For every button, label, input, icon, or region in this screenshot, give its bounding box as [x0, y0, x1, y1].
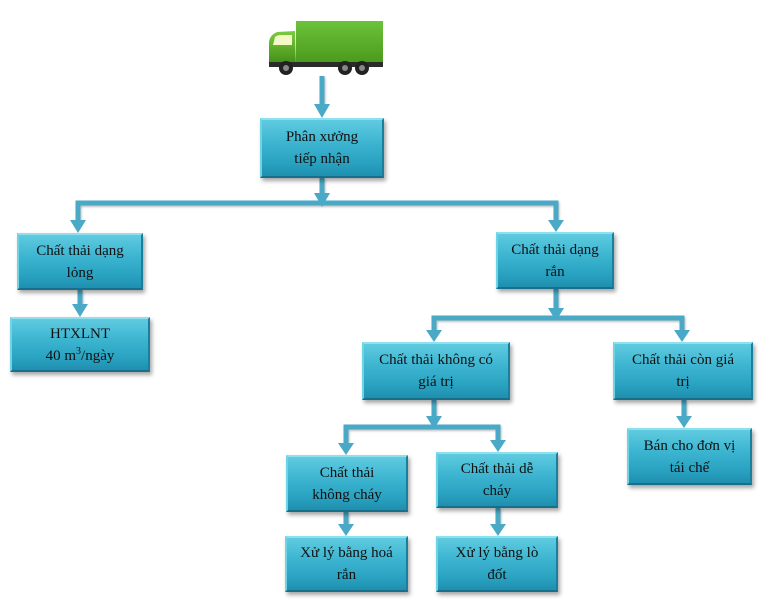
arrowhead [490, 440, 506, 452]
arrowhead [548, 308, 564, 321]
capacity-value: 40 m [45, 347, 77, 364]
node-sell-to-recycler: Bán cho đơn vị tái chế [627, 428, 752, 485]
connector-bus-level1 [75, 200, 559, 224]
arrowhead [338, 443, 354, 455]
truck-cargo [296, 21, 383, 63]
node-solid-line1: Chất thải dạng [511, 241, 599, 258]
truck-icon [269, 21, 383, 75]
node-no-value-waste: Chất thải không có giá trị [362, 342, 510, 400]
node-solid-waste: Chất thải dạng rắn [496, 232, 614, 289]
arrowhead [72, 304, 88, 317]
node-reception-line2: tiếp nhận [294, 151, 350, 167]
node-novalue-line2: giá trị [418, 374, 454, 390]
node-reception: Phân xưởng tiếp nhận [260, 118, 384, 178]
node-incineration: Xử lý bằng lò đốt [436, 536, 558, 592]
node-solidification: Xử lý bằng hoá rắn [285, 536, 408, 592]
node-comb-line2: cháy [482, 483, 512, 499]
node-solidification-line2: rắn [336, 567, 357, 583]
node-wastewater-line1: HTXLNT [50, 325, 110, 342]
node-hasvalue-line2: trị [676, 374, 690, 390]
arrowhead [338, 524, 354, 536]
truck-window [273, 35, 292, 45]
node-noncomb-line1: Chất thải [319, 464, 375, 481]
node-wastewater-line2: 40 m3/ngày [46, 345, 115, 367]
capacity-unit: /ngày [81, 347, 115, 364]
node-wastewater-treatment: HTXLNT 40 m3/ngày [10, 317, 150, 372]
arrowhead [490, 524, 506, 536]
node-combustible-waste: Chất thải dễ cháy [436, 452, 558, 508]
connector-bus-level2 [431, 315, 685, 333]
truck-chassis [269, 62, 383, 67]
arrowhead [70, 220, 86, 233]
arrowhead [314, 104, 330, 118]
arrowhead [426, 416, 442, 429]
node-incineration-line1: Xử lý bằng lò [455, 545, 539, 561]
node-comb-line1: Chất thải dễ [460, 461, 534, 477]
node-liquid-line1: Chất thải dạng [36, 242, 124, 259]
arrowhead [548, 220, 564, 232]
truck-wheels [279, 61, 369, 75]
arrowhead [314, 193, 330, 207]
connector-bus-level3 [343, 424, 501, 446]
node-novalue-line1: Chất thải không có [379, 352, 493, 368]
node-liquid-waste: Chất thải dạng lỏng [17, 233, 143, 290]
node-reception-line1: Phân xưởng [285, 129, 359, 145]
node-hasvalue-line1: Chất thải còn giá [631, 352, 735, 368]
node-solidification-line1: Xử lý bằng hoá [300, 545, 393, 561]
node-non-combustible-waste: Chất thải không cháy [286, 455, 408, 512]
arrowhead [674, 330, 690, 342]
node-recycle-line1: Bán cho đơn vị [643, 437, 736, 454]
node-valuable-waste: Chất thải còn giá trị [613, 342, 753, 400]
arrowhead [676, 416, 692, 428]
node-incineration-line2: đốt [487, 567, 507, 583]
node-noncomb-line2: không cháy [312, 486, 382, 503]
arrowhead [426, 330, 442, 342]
capacity-exponent: 3 [76, 345, 82, 357]
node-recycle-line2: tái chế [669, 459, 710, 476]
node-solid-line2: rắn [545, 263, 565, 280]
node-liquid-line2: lỏng [66, 264, 94, 281]
